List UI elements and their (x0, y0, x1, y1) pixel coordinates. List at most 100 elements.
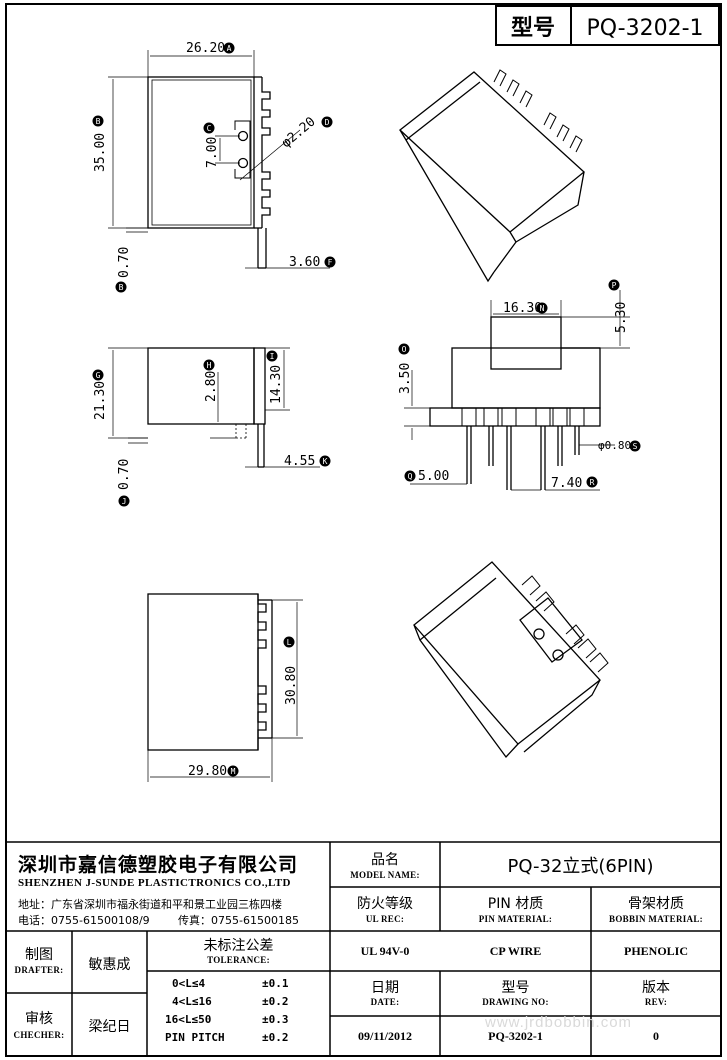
marker-h (203, 359, 215, 371)
marker-r (586, 476, 598, 488)
dim-b-value: 35.00 (93, 133, 108, 172)
ul-value: UL 94V-0 (360, 944, 410, 958)
dim-o-value: 3.50 (398, 363, 413, 394)
date-label-en: DATE: (370, 997, 400, 1007)
marker-b2 (115, 281, 127, 293)
dim-q-value: 5.00 (418, 469, 449, 484)
marker-g-label: G (96, 371, 101, 380)
iso-view-top (398, 69, 585, 283)
marker-a-label: A (227, 44, 232, 53)
marker-d-label: D (325, 118, 330, 127)
tolerance-value-1: ±0.1 (262, 977, 289, 990)
marker-m (227, 765, 239, 777)
drawing-no-label-en: DRAWING NO: (482, 997, 549, 1007)
marker-g (92, 369, 104, 381)
bobbin-material-label-en: BOBBIN MATERIAL: (609, 914, 703, 924)
model-name-label-en: MODEL NAME: (350, 870, 420, 880)
header-model-box: 型号 PQ-3202-1 (495, 5, 720, 46)
marker-j (118, 495, 130, 507)
marker-d (321, 116, 333, 128)
company-address: 地址：广东省深圳市福永街道和平和景工业园三栋四楼 (18, 898, 282, 911)
tolerance-range-4: PIN PITCH (165, 1031, 225, 1044)
marker-f (324, 256, 336, 268)
tolerance-label-en: TOLERANCE: (207, 955, 270, 965)
dim-a-value: 26.20 (186, 41, 225, 56)
company-phone: 电话：0755-61500108/9 (18, 914, 150, 927)
dim-f-value: 3.60 (289, 255, 320, 270)
rev-value: 0 (653, 1029, 659, 1043)
marker-m-label: M (231, 767, 236, 776)
drafter-label-en: DRAFTER: (14, 965, 64, 975)
rev-label-cn: 版本 (642, 980, 670, 996)
model-name-value: PQ-32立式(6PIN) (507, 856, 654, 877)
marker-n-label: N (540, 304, 545, 313)
marker-p-label: P (612, 281, 617, 290)
dim-g-value: 21.30 (93, 381, 108, 420)
pin-view (404, 290, 630, 491)
dim-k-value: 4.55 (284, 454, 315, 469)
company-name-en: SHENZHEN J-SUNDE PLASTICTRONICS CO.,LTD (18, 877, 291, 889)
tolerance-range-1: 0<L≤4 (172, 977, 206, 990)
dim-n-value: 16.30 (503, 301, 542, 316)
tolerance-value-2: ±0.2 (262, 995, 289, 1008)
marker-b2-label: B (119, 283, 124, 292)
dim-p-value: 5.30 (614, 302, 629, 333)
marker-b (92, 115, 104, 127)
bobbin-material-label-cn: 骨架材质 (628, 896, 684, 912)
ul-label-en: UL REC: (365, 914, 405, 924)
checker-value: 梁纪日 (88, 1019, 131, 1035)
tolerance-range-2: 4<L≤16 (172, 995, 212, 1008)
dim-r-value: 7.40 (551, 476, 582, 491)
checker-label-cn: 审核 (25, 1011, 53, 1027)
marker-l (283, 636, 295, 648)
ul-label-cn: 防火等级 (357, 896, 413, 912)
pin-material-label-en: PIN MATERIAL: (478, 914, 553, 924)
company-name-cn: 深圳市嘉信德塑胶电子有限公司 (18, 854, 299, 876)
model-name-label-cn: 品名 (371, 852, 399, 868)
drawing-no-label-cn: 型号 (501, 980, 530, 996)
marker-i-label: I (270, 352, 275, 361)
dim-s-value: φ0.80 (598, 439, 631, 452)
header-model-label: 型号 (511, 16, 555, 41)
tolerance-range-3: 16<L≤50 (165, 1013, 212, 1026)
marker-c-label: C (207, 124, 212, 133)
dim-h-value: 2.80 (204, 371, 219, 402)
marker-a (223, 42, 235, 54)
tolerance-label-cn: 未标注公差 (203, 938, 274, 954)
iso-view-bottom (413, 561, 609, 759)
date-label-cn: 日期 (371, 980, 399, 996)
marker-p (608, 279, 620, 291)
marker-s (629, 440, 641, 452)
tolerance-value-3: ±0.3 (262, 1013, 289, 1026)
marker-f-label: F (328, 258, 333, 267)
marker-h-label: H (207, 361, 212, 370)
marker-j-label: J (122, 497, 127, 506)
marker-k (319, 455, 331, 467)
marker-r-label: R (590, 478, 595, 487)
dim-m-value: 29.80 (188, 764, 227, 779)
marker-k-label: K (323, 457, 328, 466)
header-model-value: PQ-3202-1 (586, 16, 703, 41)
marker-b-label: B (96, 117, 101, 126)
pin-material-label-cn: PIN 材质 (487, 896, 544, 912)
marker-s-label: S (633, 442, 638, 451)
bobbin-material-value: PHENOLIC (623, 944, 688, 958)
front-view (108, 50, 330, 269)
marker-q-label: Q (408, 472, 413, 481)
dim-d-value: φ2.20 (279, 114, 319, 151)
checker-label-en: CHECHER: (13, 1030, 65, 1040)
drawing-no-value: PQ-3202-1 (488, 1029, 543, 1043)
dim-l-value: 30.80 (284, 666, 299, 705)
dim-j-value: 0.70 (117, 459, 132, 490)
company-fax: 传真：0755-61500185 (178, 914, 299, 927)
dim-b2-value: 0.70 (117, 247, 132, 278)
side-view (108, 347, 320, 468)
tolerance-value-4: ±0.2 (262, 1031, 289, 1044)
marker-o-label: O (402, 345, 407, 354)
dim-i-value: 14.30 (269, 365, 284, 404)
marker-q (404, 470, 416, 482)
rev-label-en: REV: (644, 997, 668, 1007)
drafter-label-cn: 制图 (25, 947, 53, 963)
marker-i (266, 350, 278, 362)
